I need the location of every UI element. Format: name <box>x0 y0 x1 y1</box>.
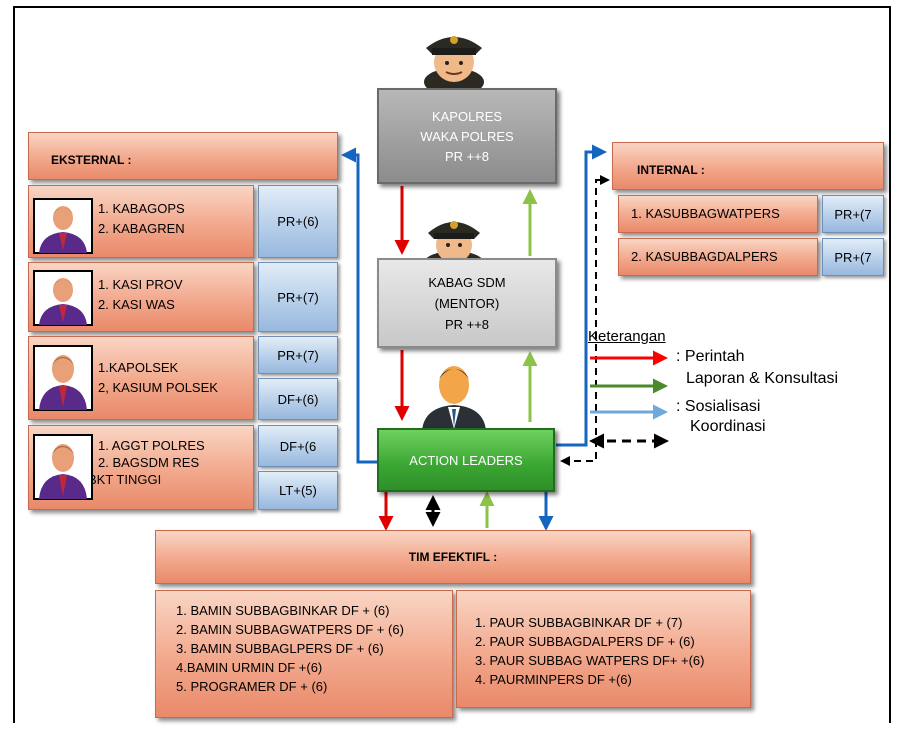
eksternal-header: EKSTERNAL : <box>28 132 338 180</box>
mentor-line2: (MENTOR) <box>434 296 500 311</box>
eksternal-item: 1.KAPOLSEK <box>98 360 179 375</box>
internal-header: INTERNAL : <box>612 142 884 190</box>
internal-title: INTERNAL : <box>637 163 705 177</box>
koordinasi-arrow-internal <box>560 175 610 466</box>
tim-left-panel: 1. BAMIN SUBBAGBINKAR DF + (6) 2. BAMIN … <box>155 590 453 718</box>
tim-item: 3. BAMIN SUBBAGLPERS DF + (6) <box>176 641 384 656</box>
eksternal-item: 1. AGGT POLRES <box>98 438 205 453</box>
legend-title: Keterangan <box>588 328 666 345</box>
badge-label: PR+(6) <box>277 214 319 229</box>
tim-item: 5. PROGRAMER DF + (6) <box>176 679 328 694</box>
badge: PR+(7 <box>822 238 884 276</box>
legend-label: Koordinasi <box>690 418 766 435</box>
eksternal-item: 1. KABAGOPS <box>98 201 185 216</box>
eksternal-item: 2, KASIUM POLSEK <box>98 380 218 395</box>
badge-label: PR+(7 <box>834 249 872 265</box>
tim-item: 1. BAMIN SUBBAGBINKAR DF + (6) <box>176 603 390 618</box>
badge: PR+(7) <box>258 262 338 332</box>
legend-label: Laporan & Konsultasi <box>686 370 839 387</box>
mentor-line1: KABAG SDM <box>428 275 506 290</box>
badge-label: PR+(7 <box>834 206 872 222</box>
legend-label: : Perintah <box>676 348 745 365</box>
internal-item-label: 1. KASUBBAGWATPERS <box>631 206 780 221</box>
eksternal-item: 2. KABAGREN <box>98 221 185 236</box>
legend-item-koordinasi: Koordinasi <box>690 418 766 436</box>
internal-item-label: 2. KASUBBAGDALPERS <box>631 249 778 264</box>
action-leaders-label: ACTION LEADERS <box>409 453 523 468</box>
officer-avatar-top <box>424 36 484 90</box>
badge-label: DF+(6 <box>279 438 317 454</box>
badge: PR+(6) <box>258 185 338 258</box>
tim-title: TIM EFEKTIFL : <box>408 550 498 564</box>
badge: LT+(5) <box>258 471 338 510</box>
eksternal-group-1-text: 1. KABAGOPS 2. KABAGREN <box>98 199 185 239</box>
person-avatar <box>33 198 93 254</box>
badge-label: PR+(7) <box>277 289 319 305</box>
action-leaders-box: ACTION LEADERS <box>377 428 555 492</box>
businessman-avatar-action <box>422 366 486 431</box>
internal-item: 2. KASUBBAGDALPERS <box>618 238 818 276</box>
badge: PR+(7) <box>258 336 338 374</box>
legend-title-text: Keterangan <box>588 328 666 345</box>
sosialisasi-arrow-eksternal <box>341 147 378 464</box>
legend-item-sosialisasi: : Sosialisasi <box>676 398 760 416</box>
person-avatar <box>33 434 93 500</box>
badge-label: LT+(5) <box>279 483 317 498</box>
kapolres-line1: KAPOLRES <box>431 109 503 124</box>
legend-label: : Sosialisasi <box>676 398 761 415</box>
mentor-line3: PR ++8 <box>444 317 490 332</box>
tim-item: 4.BAMIN URMIN DF +(6) <box>176 660 323 675</box>
badge: PR+(7 <box>822 195 884 233</box>
tim-right-panel: 1. PAUR SUBBAGBINKAR DF + (7) 2. PAUR SU… <box>456 590 751 708</box>
eksternal-group-2-text: 1. KASI PROV 2. KASI WAS <box>98 275 183 315</box>
officer-avatar-mentor <box>424 221 484 265</box>
person-avatar <box>33 345 93 411</box>
kapolres-line3: PR ++8 <box>444 149 490 164</box>
badge-label: DF+(6) <box>277 391 319 407</box>
eksternal-item: 2. BAGSDM RES <box>98 455 200 470</box>
tim-item: 3. PAUR SUBBAG WATPERS DF+ +(6) <box>475 653 705 668</box>
eksternal-group-4-text: 1. AGGT POLRES 2. BAGSDM RES BKT TINGGI <box>88 437 205 488</box>
eksternal-item: 2. KASI WAS <box>98 297 175 312</box>
eksternal-item: BKT TINGGI <box>88 472 162 487</box>
tim-item: 1. PAUR SUBBAGBINKAR DF + (7) <box>475 615 683 630</box>
tim-item: 2. PAUR SUBBAGDALPERS DF + (6) <box>475 634 695 649</box>
eksternal-group-3-text: 1.KAPOLSEK 2, KASIUM POLSEK <box>98 358 218 398</box>
person-avatar <box>33 270 93 326</box>
tim-header: TIM EFEKTIFL : <box>155 530 751 584</box>
mentor-box: KABAG SDM (MENTOR) PR ++8 <box>377 258 557 348</box>
kapolres-box: KAPOLRES WAKA POLRES PR ++8 <box>377 88 557 184</box>
legend-item-laporan: Laporan & Konsultasi <box>686 370 838 388</box>
kapolres-line2: WAKA POLRES <box>420 129 514 144</box>
diagram-frame <box>13 6 891 723</box>
eksternal-title: EKSTERNAL : <box>51 153 132 167</box>
badge: DF+(6) <box>258 378 338 420</box>
tim-item: 2. BAMIN SUBBAGWATPERS DF + (6) <box>176 622 404 637</box>
internal-item: 1. KASUBBAGWATPERS <box>618 195 818 233</box>
badge-label: PR+(7) <box>277 347 319 363</box>
tim-item: 4. PAURMINPERS DF +(6) <box>475 672 632 687</box>
badge: DF+(6 <box>258 425 338 467</box>
legend-item-perintah: : Perintah <box>676 348 744 366</box>
eksternal-item: 1. KASI PROV <box>98 277 183 292</box>
